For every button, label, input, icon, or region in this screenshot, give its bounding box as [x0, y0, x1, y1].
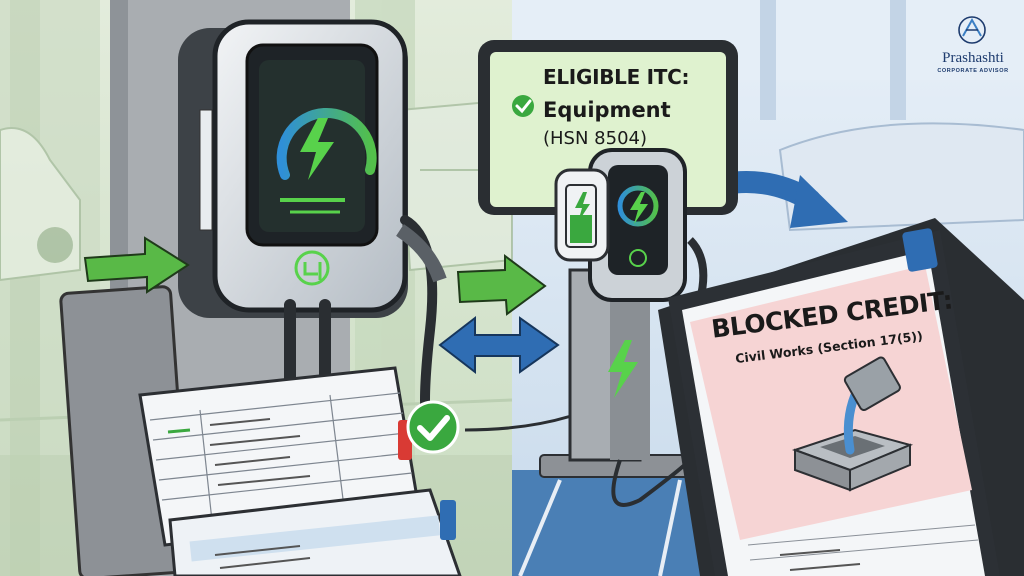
green-arrow-center [456, 254, 547, 316]
standing-charger [539, 148, 711, 507]
brand: Prashashti CORPORATE ADVISOR [928, 10, 1018, 80]
blocked-tablet [658, 218, 1024, 576]
lightning-icon [300, 118, 334, 180]
invoice-clipboard-left [59, 285, 462, 576]
brand-logo-icon [958, 16, 986, 44]
blocked-panel-bg [690, 265, 972, 540]
pillar-lightning-icon [608, 340, 638, 398]
blue-arrow-head [790, 175, 848, 228]
charger-logo-icon [294, 250, 330, 286]
check-icon [406, 400, 460, 454]
concrete-pour-icon [791, 356, 914, 492]
eligible-check-icon [512, 95, 534, 117]
brand-tagline: CORPORATE ADVISOR [937, 68, 1009, 74]
eligible-item: Equipment [543, 98, 671, 122]
charge-gauge [276, 107, 377, 180]
brand-name: Prashashti [942, 50, 1004, 66]
eligible-title: ELIGIBLE ITC: [543, 65, 690, 89]
main-wall-charger [178, 19, 447, 435]
eligible-code: (HSN 8504) [543, 128, 648, 149]
green-arrow-left [83, 236, 190, 294]
blue-double-arrow [438, 315, 560, 375]
battery-icon [565, 184, 597, 248]
